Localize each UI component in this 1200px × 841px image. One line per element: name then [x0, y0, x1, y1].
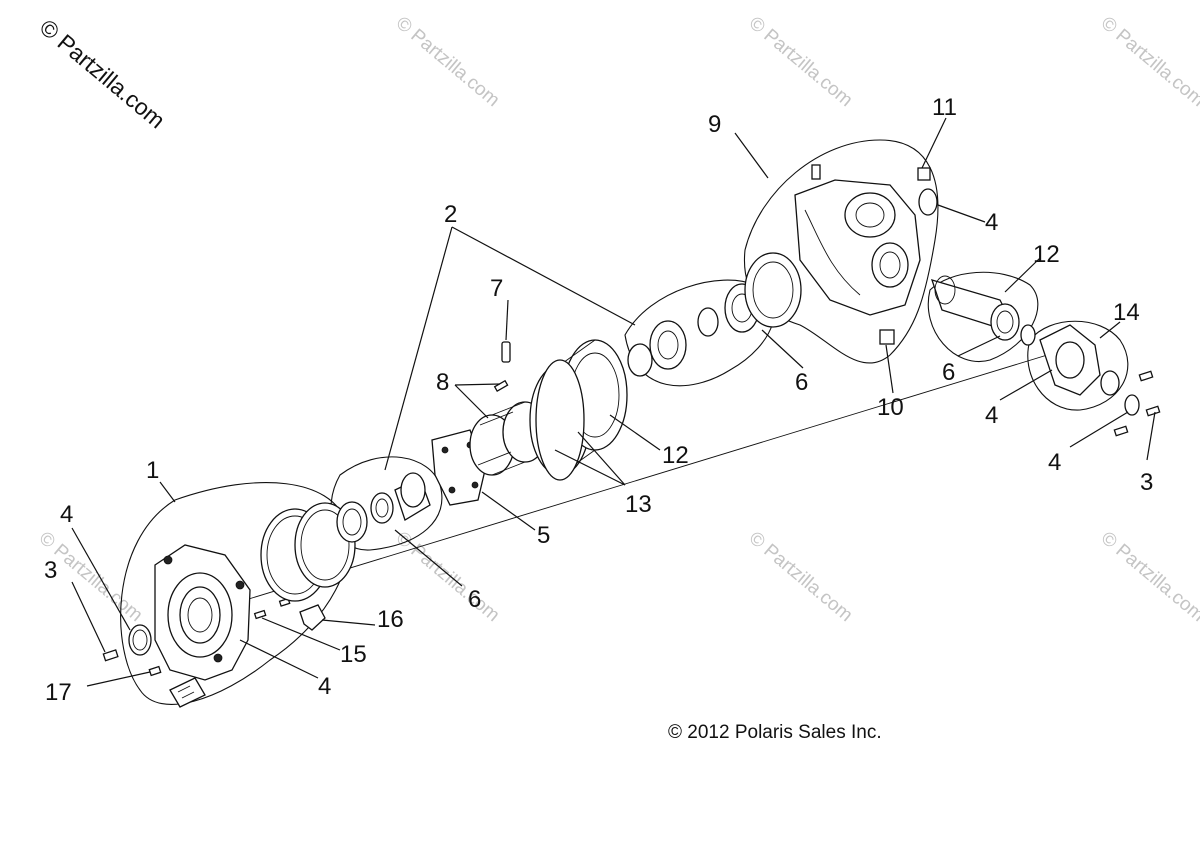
front-housing-cover: [154, 544, 251, 681]
callout-12-right: 12: [1033, 241, 1060, 268]
bearings-2-right: [627, 307, 719, 377]
callout-10: 10: [877, 394, 904, 421]
pin-7: [501, 341, 511, 363]
watermark: © Partzilla.com: [745, 528, 857, 626]
callout-3-left: 3: [44, 557, 57, 584]
seal-4-left: [128, 624, 152, 656]
drain-plug-10: [879, 329, 895, 345]
vent-11: [917, 167, 931, 181]
watermark-main: © Partzilla.com: [35, 14, 170, 134]
watermark: © Partzilla.com: [745, 13, 857, 111]
parts: [102, 164, 1161, 708]
seal-sleeve: [744, 252, 802, 328]
screws-15: [253, 597, 291, 620]
bolt-3-left: [102, 649, 119, 662]
callout-12-center: 12: [662, 442, 689, 469]
bubble-1: [120, 482, 350, 705]
callout-15: 15: [340, 641, 367, 668]
callout-6-left: 6: [468, 586, 481, 613]
bubble-14: [1027, 320, 1129, 411]
assembly-bubbles: [120, 139, 1129, 705]
callout-7: 7: [490, 275, 503, 302]
watermark: © Partzilla.com: [1097, 13, 1200, 111]
ring-gear-12: [529, 339, 628, 481]
main-gearcase-9: [794, 164, 921, 316]
callout-8: 8: [436, 369, 449, 396]
output-cover-14: [1039, 324, 1140, 416]
watermarks: © Partzilla.com © Partzilla.com © Partzi…: [35, 13, 1200, 626]
callout-4-top: 4: [985, 209, 998, 236]
shaft-gear-left: [394, 472, 431, 521]
callout-5: 5: [537, 522, 550, 549]
callout-6-center: 6: [795, 369, 808, 396]
callout-1: 1: [146, 457, 159, 484]
callout-2: 2: [444, 201, 457, 228]
copyright-notice: © 2012 Polaris Sales Inc.: [668, 722, 882, 743]
clip-16: [299, 604, 326, 631]
callouts: 1 2 3 3 4 4 4 4 4 5 6 6 6 7 8 9 10 11 12…: [44, 94, 1153, 706]
callout-13: 13: [625, 491, 652, 518]
bearing-6-left: [336, 492, 394, 543]
watermark: © Partzilla.com: [392, 528, 504, 626]
leader-lines: [71, 117, 1156, 687]
watermark: © Partzilla.com: [392, 13, 504, 111]
seal-4-top: [918, 188, 938, 216]
plug-17: [148, 665, 162, 677]
callout-11: 11: [932, 94, 957, 121]
watermark: © Partzilla.com: [1097, 528, 1200, 626]
callout-4-left: 4: [60, 501, 73, 528]
connector-block: [169, 677, 206, 708]
callout-6-right: 6: [942, 359, 955, 386]
callout-4-far-right: 4: [1048, 449, 1061, 476]
callout-4-bottom: 4: [318, 673, 331, 700]
bolts-3-right: [1113, 370, 1161, 437]
callout-16: 16: [377, 606, 404, 633]
bearing-6-right: [990, 303, 1036, 346]
callout-4-mid-right: 4: [985, 402, 998, 429]
callout-14: 14: [1113, 299, 1140, 326]
callout-9: 9: [708, 111, 721, 138]
bubble-9: [743, 139, 939, 364]
callout-17: 17: [45, 679, 72, 706]
callout-3-right: 3: [1140, 469, 1153, 496]
